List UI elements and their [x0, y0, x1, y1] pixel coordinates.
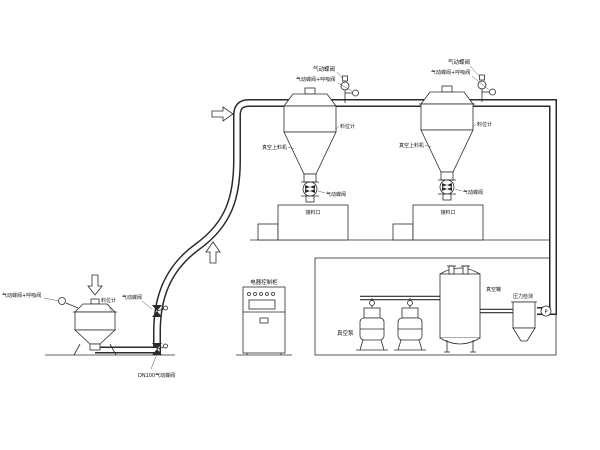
receiving-bins	[257, 204, 484, 241]
pressure-filter: P	[511, 301, 552, 342]
cyclone-separator-right	[418, 85, 476, 201]
label-vacuum-feeder-right: 真空上料机	[399, 142, 424, 149]
label-pneumatic-valve-top-left: 气动蝶阀	[313, 65, 335, 73]
label-control-cabinet: 电器控制柜	[250, 278, 278, 286]
label-breather-valve-feeder: 气动蝶阀+呼吸阀	[2, 292, 41, 299]
label-pressure-detection: 压力检测	[513, 293, 533, 300]
diagram-labels: 气动蝶阀 气动蝶阀+呼吸阀 料位计 真空上料机 气动蝶阀 接料口 气动蝶阀 气动…	[2, 58, 533, 379]
vacuum-pump-1	[355, 297, 389, 351]
label-pneumatic-valve-cone-right: 气动蝶阀	[463, 189, 483, 196]
pressure-gauge-icon	[540, 305, 552, 317]
label-level-gauge-left: 料位计	[340, 123, 355, 130]
label-pneumatic-valve-cone-left: 气动蝶阀	[326, 191, 346, 198]
vacuum-tank	[439, 265, 481, 353]
label-pneumatic-valve-top-right: 气动蝶阀	[448, 58, 470, 66]
right-flow-arrow	[211, 106, 234, 122]
vacuum-pump-2	[393, 297, 427, 351]
receiving-bin-left	[277, 204, 349, 241]
label-level-gauge-right: 料位计	[477, 121, 492, 128]
control-cabinet	[242, 286, 286, 355]
pressure-gauge-letter: P	[544, 310, 547, 316]
breather-valve-icon	[58, 297, 66, 305]
top-valve-assembly-right	[477, 74, 496, 103]
feeder-station	[58, 297, 168, 356]
pump-manifold-pipe	[360, 272, 455, 301]
label-vacuum-tank: 真空罐	[486, 286, 501, 293]
vacuum-pump-station: P	[355, 265, 552, 353]
receiving-bin-right	[412, 204, 484, 241]
down-flow-arrow	[87, 274, 103, 296]
leader-lines	[43, 65, 490, 370]
label-breather-valve-top-left: 气动蝶阀+呼吸阀	[296, 76, 335, 83]
label-level-gauge-feeder: 料位计	[101, 297, 116, 304]
label-receiving-port-right: 接料口	[440, 209, 455, 216]
flow-arrows	[87, 106, 234, 296]
label-vacuum-pump: 真空泵	[337, 329, 354, 337]
label-pneumatic-valve-feeder: 气动蝶阀	[122, 294, 142, 301]
label-receiving-port-left: 接料口	[305, 209, 320, 216]
up-flow-arrow	[205, 241, 221, 264]
label-dn100-valve: DN100气动蝶阀	[138, 372, 175, 379]
label-vacuum-feeder-left: 真空上料机	[262, 144, 287, 151]
cyclone-separator-left	[281, 87, 339, 203]
label-breather-valve-top-right: 气动蝶阀+呼吸阀	[431, 69, 470, 76]
